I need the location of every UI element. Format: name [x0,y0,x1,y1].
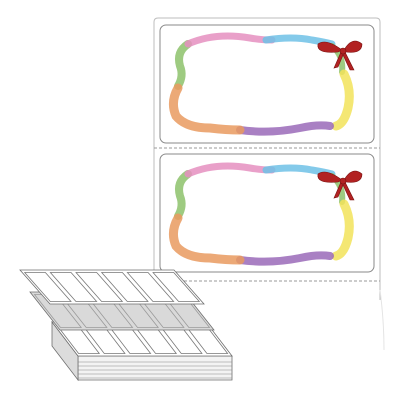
label-backing-strip [153,17,381,300]
label-outline [159,24,375,144]
top-strip-cells [23,272,201,302]
label-1 [159,24,375,144]
label-cell [75,272,124,302]
ribbon-frame [168,162,354,266]
bow-icon [317,170,363,201]
label-cell [126,272,175,302]
fanfold-stack [19,269,233,382]
label-outline [159,153,375,273]
bow-icon [317,40,363,71]
label-cell [23,272,72,302]
label-cell [100,272,149,302]
stack-edges [77,355,233,381]
label-cell [49,272,98,302]
stack-lines [78,361,232,379]
label-cell [152,272,201,302]
label-2 [159,153,375,273]
